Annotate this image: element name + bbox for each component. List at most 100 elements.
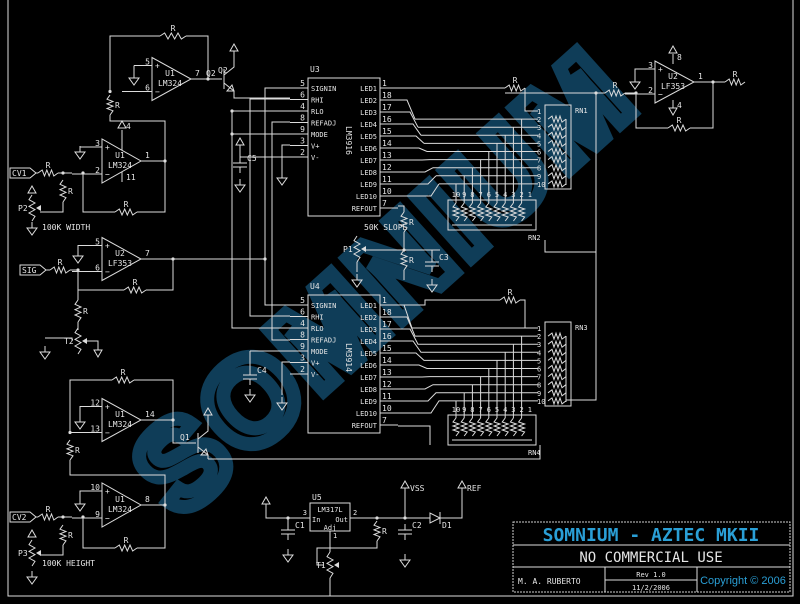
pin-number: 17 — [382, 103, 392, 112]
resistor-label: R — [508, 288, 513, 297]
wire — [45, 337, 73, 341]
wiper-arrow-icon — [36, 550, 41, 556]
pin-number: 12 — [90, 399, 100, 408]
watermark-logo: SOMNIUM — [108, 24, 660, 540]
pin-number: 9 — [300, 125, 305, 134]
pin-name: LED4 — [360, 121, 377, 129]
ic-ref: U5 — [312, 493, 322, 502]
pin-number: 4 — [537, 132, 541, 140]
resistor — [547, 388, 567, 398]
pin-number: 1 — [528, 406, 532, 414]
resistor-label: R — [75, 446, 80, 455]
pin-number: 5 — [300, 79, 305, 88]
pin-name: RHI — [311, 97, 324, 105]
pin-number: 1 — [528, 191, 532, 199]
resistor-label: R — [133, 278, 138, 287]
pin-number: 10 — [382, 187, 392, 196]
collector — [223, 51, 235, 76]
pin-number: 3 — [300, 137, 305, 146]
supply-arrow-icon — [261, 495, 271, 505]
resistor — [667, 123, 691, 133]
pin-number: 15 — [382, 127, 392, 136]
ic-part: LM317L — [317, 506, 342, 514]
wire — [398, 147, 428, 152]
ground-icon — [128, 77, 140, 86]
resistor — [325, 551, 335, 579]
pin-number: 11 — [126, 173, 136, 182]
pin-number: 9 — [95, 510, 100, 519]
minus-sign: − — [105, 514, 110, 523]
title-block — [512, 521, 791, 593]
resistor — [604, 88, 626, 98]
net-label: REF — [467, 484, 482, 493]
minus-sign: − — [105, 170, 110, 179]
pin-name: REFOUT — [352, 205, 378, 213]
rn-label: RN3 — [575, 324, 588, 332]
supply-arrow-icon — [457, 479, 467, 489]
wire — [398, 111, 419, 128]
ic-body — [307, 294, 381, 434]
resistor-label: R — [124, 536, 129, 545]
pin-number: 3 — [303, 509, 307, 517]
pin-number: 3 — [300, 354, 305, 363]
notice-text: NO COMMERCIAL USE — [579, 550, 722, 566]
pot-description: 50K SLOPE — [364, 223, 408, 232]
resistor-label: R — [409, 218, 414, 227]
resistor — [547, 114, 567, 124]
resistor — [499, 295, 521, 305]
supply-arrow-icon — [93, 349, 103, 359]
opamp-part: LM324 — [108, 161, 132, 170]
pin-number: 3 — [537, 341, 541, 349]
wire — [398, 384, 538, 390]
pin-number: 6 — [537, 149, 541, 157]
supply-arrow-icon — [117, 119, 127, 129]
pin-name: LED9 — [360, 181, 377, 189]
resistor — [476, 417, 486, 437]
opamp-part: LM324 — [158, 79, 182, 88]
wire — [109, 115, 166, 161]
pin-number: 2 — [648, 86, 653, 95]
wire — [440, 488, 463, 519]
pin-name: MODE — [311, 348, 328, 356]
wire — [77, 245, 84, 254]
supply-arrow-icon — [229, 42, 239, 52]
pin-name: LED10 — [356, 193, 377, 201]
pot-label: T2 — [64, 337, 74, 346]
wire — [520, 299, 538, 329]
pin-number: 1 — [382, 296, 387, 305]
wire — [524, 88, 538, 112]
resistor — [37, 168, 59, 178]
wire — [398, 123, 422, 136]
resistor — [547, 339, 567, 349]
pin-number: 1 — [537, 108, 541, 116]
net-label: VSS — [410, 484, 425, 493]
resistor — [352, 235, 362, 263]
pin-name: V- — [311, 371, 319, 379]
pin-number: 8 — [677, 53, 682, 62]
wire — [398, 205, 405, 212]
wire — [264, 87, 290, 306]
wire — [271, 121, 290, 341]
resistor — [49, 265, 71, 275]
pin-number: 2 — [353, 509, 357, 517]
wire — [398, 392, 538, 402]
resistor — [467, 417, 477, 437]
resistor-label: R — [409, 256, 414, 265]
pin-number: 13 — [382, 368, 392, 377]
pin-number: 6 — [537, 366, 541, 374]
pin-number: 9 — [537, 390, 541, 398]
ground-icon — [276, 177, 288, 186]
ic-part: LM3916 — [344, 126, 353, 155]
wire — [231, 110, 290, 329]
wire — [40, 202, 64, 213]
wire — [398, 167, 434, 173]
wire — [398, 400, 538, 414]
pin-number: 9 — [300, 342, 305, 351]
pin-number: 3 — [648, 61, 653, 70]
pin-name: RLO — [311, 325, 324, 333]
supply-arrow-icon — [668, 107, 678, 117]
resistor-label: R — [613, 81, 618, 90]
resistor-network-body — [447, 414, 537, 446]
ground-icon — [276, 402, 288, 411]
resistor — [451, 417, 461, 437]
